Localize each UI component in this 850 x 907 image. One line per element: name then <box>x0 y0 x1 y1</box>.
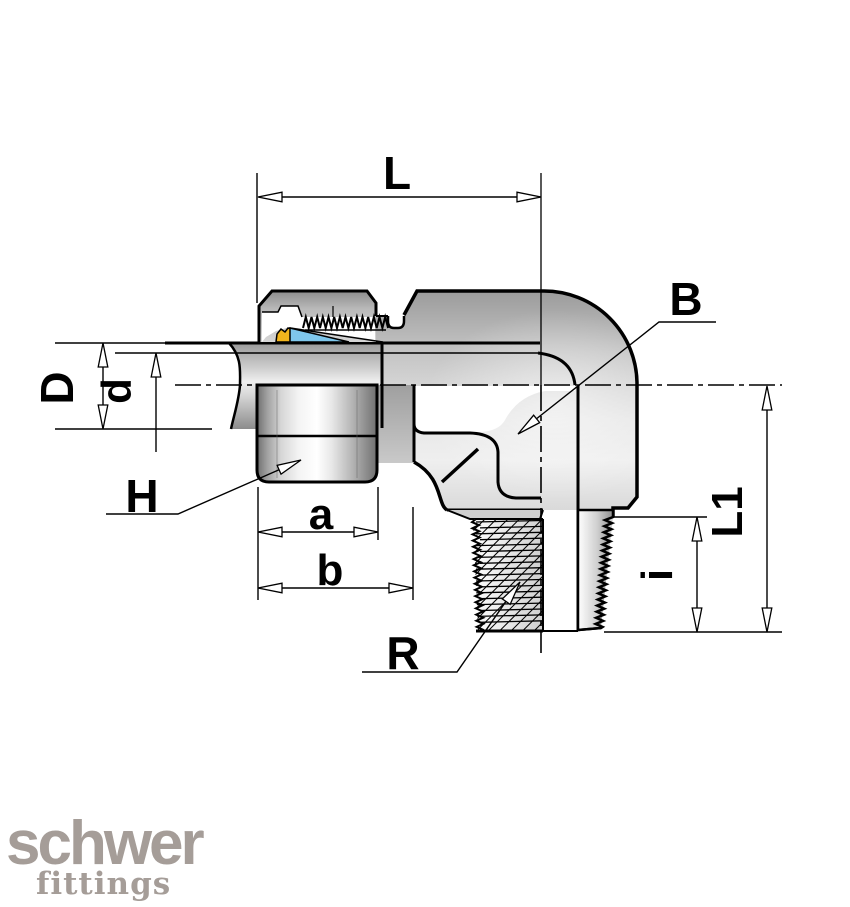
label-a: a <box>309 490 334 539</box>
logo-fittings: fittings <box>36 866 171 902</box>
dimension-lines <box>55 173 782 673</box>
arrowhead <box>353 526 379 538</box>
chamfer-line <box>440 447 480 484</box>
arrowhead <box>257 582 283 594</box>
centerlines <box>175 173 782 653</box>
coupling-thread-zigzag <box>302 313 390 332</box>
leader-B <box>520 321 716 432</box>
arrowhead <box>388 582 414 594</box>
arrowhead <box>761 385 773 411</box>
compression-nut-section <box>257 289 390 343</box>
male-thread-external <box>576 508 616 632</box>
arrowhead <box>276 459 302 476</box>
leader-H <box>106 460 300 515</box>
arrowhead <box>761 607 773 633</box>
arrowhead <box>516 191 542 203</box>
body-ogee <box>413 460 449 512</box>
arrowhead <box>97 404 109 430</box>
arrowhead <box>691 516 703 542</box>
back-ferrule <box>289 327 350 343</box>
washer-face <box>446 509 544 520</box>
label-H: H <box>125 470 158 522</box>
arrowhead <box>257 526 283 538</box>
arrowhead <box>501 581 521 606</box>
bore-cavity <box>414 386 575 432</box>
dimension-labels: L B D d H a b R i L1 <box>31 147 752 679</box>
arrowhead <box>517 414 541 435</box>
section-hatching <box>473 519 543 631</box>
body-outline <box>402 289 639 517</box>
label-L1: L1 <box>703 486 752 537</box>
logo-schwer: schwer <box>6 809 205 878</box>
arrowhead <box>691 607 703 633</box>
label-R: R <box>386 627 419 679</box>
male-thread-section <box>469 518 578 633</box>
compression-nut-hex <box>255 383 379 484</box>
arrowhead <box>257 191 283 203</box>
dimension-arrowheads <box>97 191 773 633</box>
label-L: L <box>383 147 411 199</box>
leader-R <box>362 583 519 673</box>
arrowhead <box>150 352 162 378</box>
inner-corner-arc <box>537 351 577 386</box>
label-d: d <box>93 378 140 404</box>
arrowhead <box>97 342 109 368</box>
relief-groove <box>386 316 406 330</box>
label-b: b <box>317 546 344 595</box>
label-B: B <box>669 273 702 325</box>
label-i: i <box>633 569 682 581</box>
label-D: D <box>31 371 83 404</box>
brand-logo: schwer fittings <box>6 809 208 902</box>
nut-outline <box>257 289 378 342</box>
thread-profile-left <box>469 518 486 631</box>
